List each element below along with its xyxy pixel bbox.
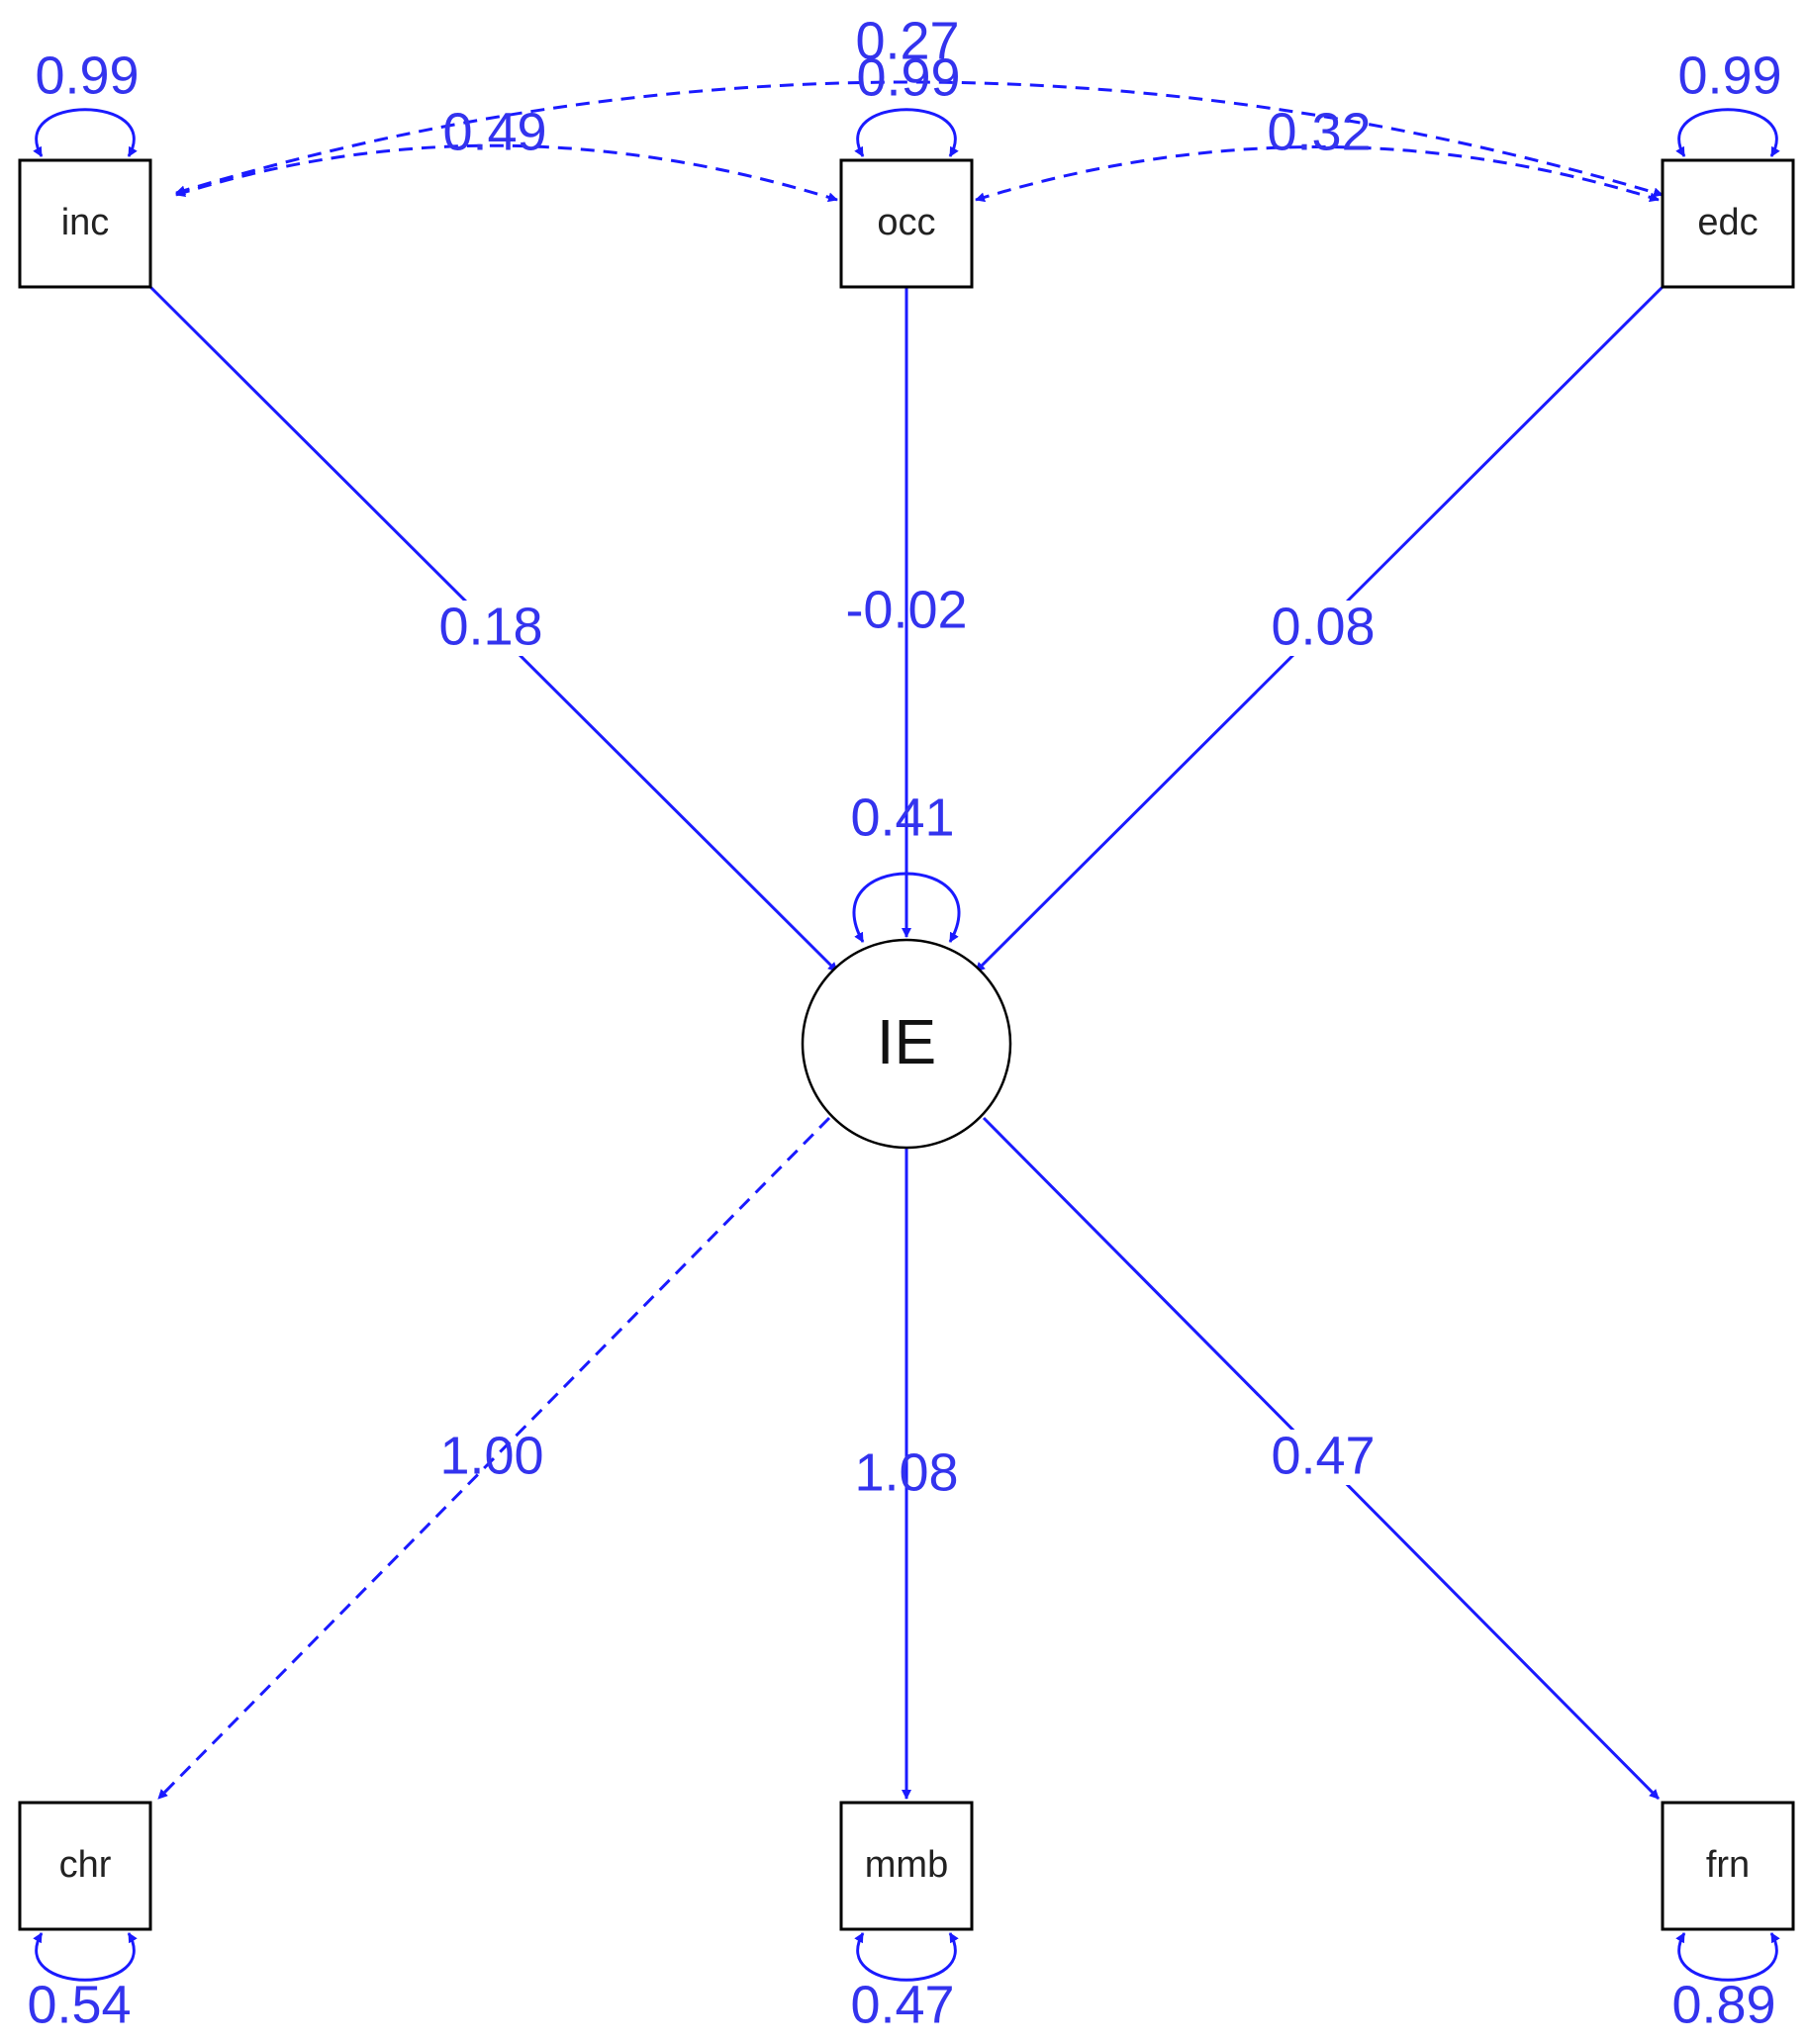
variance-label-edc: 0.99 — [1677, 46, 1781, 105]
path-label-inc-ie: 0.18 — [438, 597, 542, 656]
variance-loop-chr — [33, 1932, 138, 1982]
node-occ: occ — [839, 158, 974, 289]
variance-loop-inc — [33, 108, 138, 157]
node-label-mmb: mmb — [865, 1844, 948, 1886]
variance-loop-ie — [852, 872, 961, 943]
node-mmb: mmb — [839, 1801, 974, 1931]
node-frn: frn — [1661, 1801, 1795, 1931]
node-label-occ: occ — [877, 202, 935, 243]
variance-loop-frn — [1675, 1932, 1780, 1982]
path-label-ie-mmb: 1.08 — [854, 1442, 958, 1502]
variance-loop-occ — [854, 108, 959, 157]
variance-label-frn: 0.89 — [1671, 1975, 1775, 2034]
node-ie: IE — [801, 938, 1012, 1150]
node-label-ie: IE — [877, 1006, 936, 1077]
variance-label-ie: 0.41 — [850, 788, 954, 847]
variance-loop-edc — [1675, 108, 1780, 157]
label-bg-inc-ie — [431, 601, 550, 656]
variance-label-mmb: 0.47 — [850, 1975, 954, 2034]
edges-layer — [33, 80, 1780, 1982]
node-label-frn: frn — [1706, 1844, 1750, 1886]
variance-label-chr: 0.54 — [27, 1975, 131, 2034]
path-label-occ-ie: -0.02 — [845, 580, 967, 639]
node-label-chr: chr — [59, 1844, 112, 1886]
variance-label-occ: 0.99 — [856, 47, 960, 107]
path-label-edc-ie: 0.08 — [1271, 597, 1375, 656]
node-label-edc: edc — [1697, 202, 1758, 243]
covariance-edge-occ-edc — [975, 145, 1660, 203]
node-label-inc: inc — [61, 202, 110, 243]
node-chr: chr — [18, 1801, 152, 1931]
covariance-edge-inc-occ — [175, 143, 838, 203]
covariance-edge-inc-edc — [175, 80, 1664, 198]
covariance-label-inc-occ: 0.49 — [442, 102, 546, 161]
path-label-ie-chr: 1.00 — [439, 1426, 543, 1485]
variance-label-inc: 0.99 — [35, 46, 139, 105]
variance-loop-mmb — [854, 1932, 959, 1982]
label-bg-edc-ie — [1264, 601, 1382, 656]
covariance-label-occ-edc: 0.32 — [1267, 102, 1371, 161]
node-edc: edc — [1661, 158, 1795, 289]
covariance-label-inc-edc: 0.27 — [855, 11, 959, 70]
labels-layer: 0.99 0.99 0.99 0.41 0.54 0.47 0.89 0.27 … — [27, 11, 1781, 2034]
node-inc: inc — [18, 158, 152, 289]
path-label-ie-frn: 0.47 — [1271, 1426, 1375, 1485]
nodes-layer: inc occ edc IE chr mmb frn — [18, 158, 1795, 1931]
label-bg-ie-frn — [1264, 1430, 1382, 1485]
